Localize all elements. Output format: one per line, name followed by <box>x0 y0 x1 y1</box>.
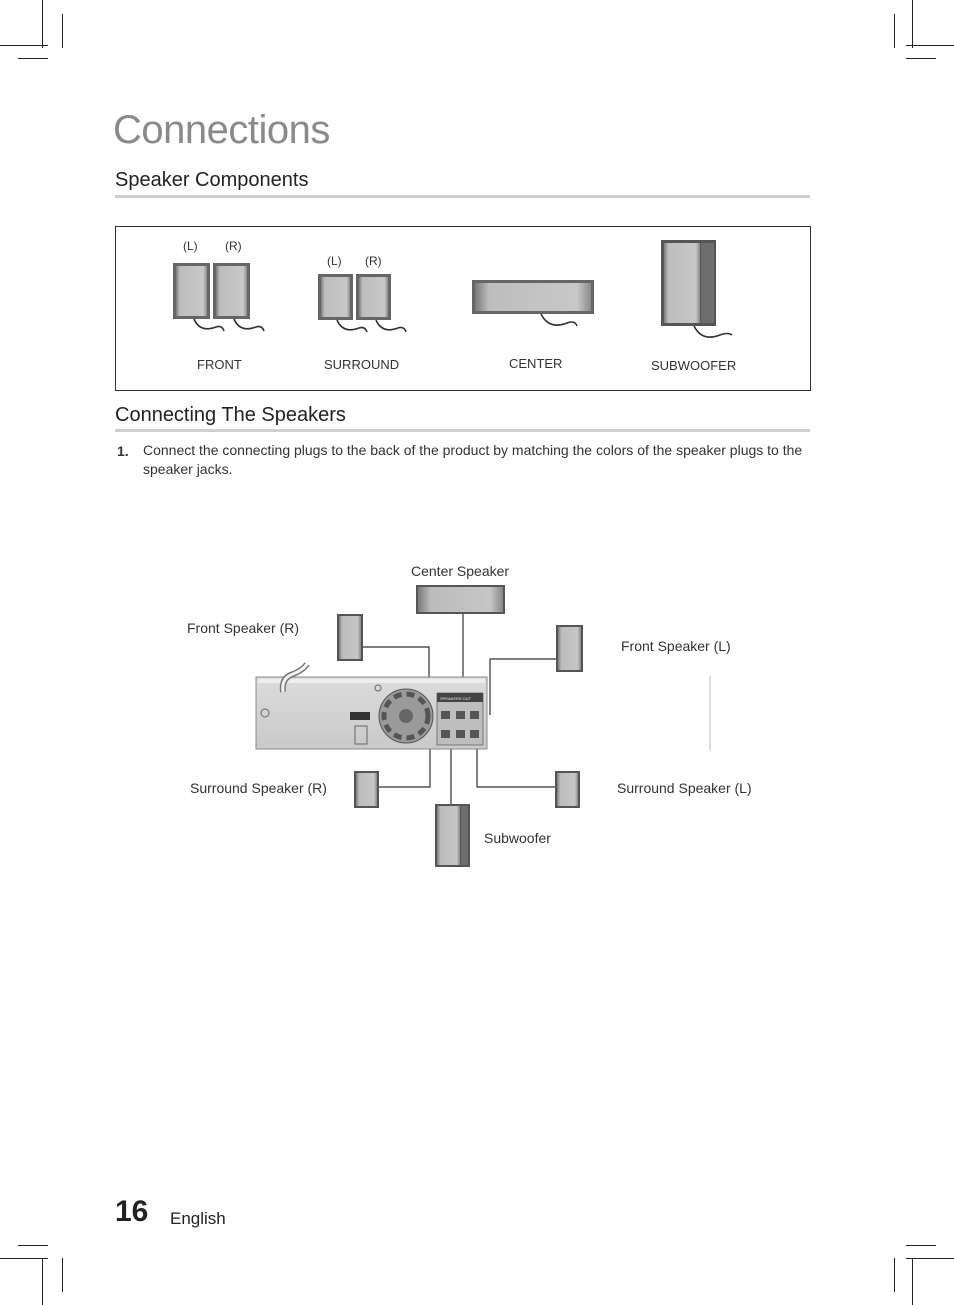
surround-label: SURROUND <box>324 357 400 372</box>
center-speaker-diagram-icon <box>416 585 505 614</box>
subwoofer-label: SUBWOOFER <box>651 358 737 373</box>
page-number: 16 <box>115 1195 149 1228</box>
front-speaker-left-diagram-icon <box>556 625 583 672</box>
front-speaker-left-label: Front Speaker (L) <box>621 638 731 654</box>
front-speaker-right-diagram-icon <box>337 614 363 661</box>
surround-speaker-right-icon <box>356 274 407 333</box>
connecting-speakers-heading: Connecting The Speakers <box>115 404 346 426</box>
step-number: 1. <box>117 443 129 459</box>
front-speaker-right-label: Front Speaker (R) <box>187 620 300 636</box>
page-title: Connections <box>113 108 330 152</box>
front-speaker-left-icon <box>173 263 225 332</box>
front-right-label: (R) <box>225 239 242 253</box>
subwoofer-icon <box>661 240 733 338</box>
center-label: CENTER <box>509 356 563 371</box>
step-text: Connect the connecting plugs to the back… <box>143 442 803 477</box>
section-rule <box>115 429 810 432</box>
receiver-back-panel-icon <box>255 662 488 750</box>
subwoofer-diagram-icon <box>435 804 470 867</box>
speaker-components-heading: Speaker Components <box>115 169 309 191</box>
surround-speaker-right-diagram-icon <box>354 771 379 808</box>
surround-left-label: (L) <box>327 254 342 268</box>
subwoofer-diagram-label: Subwoofer <box>484 830 551 846</box>
surround-speaker-right-label: Surround Speaker (R) <box>190 780 327 796</box>
center-speaker-label: Center Speaker <box>411 563 510 579</box>
speaker-components-illustration <box>173 240 733 338</box>
surround-speaker-left-diagram-icon <box>555 771 580 808</box>
surround-speaker-left-label: Surround Speaker (L) <box>617 780 752 796</box>
section-rule <box>115 195 810 198</box>
front-left-label: (L) <box>183 239 198 253</box>
center-speaker-icon <box>472 280 594 327</box>
surround-right-label: (R) <box>365 254 382 268</box>
page-language: English <box>170 1209 226 1228</box>
front-speaker-right-icon <box>213 263 265 332</box>
panel-heading: SPEAKERS OUT <box>440 696 472 701</box>
surround-speaker-left-icon <box>318 274 368 333</box>
speaker-components-box <box>115 226 811 391</box>
front-label: FRONT <box>197 357 242 372</box>
